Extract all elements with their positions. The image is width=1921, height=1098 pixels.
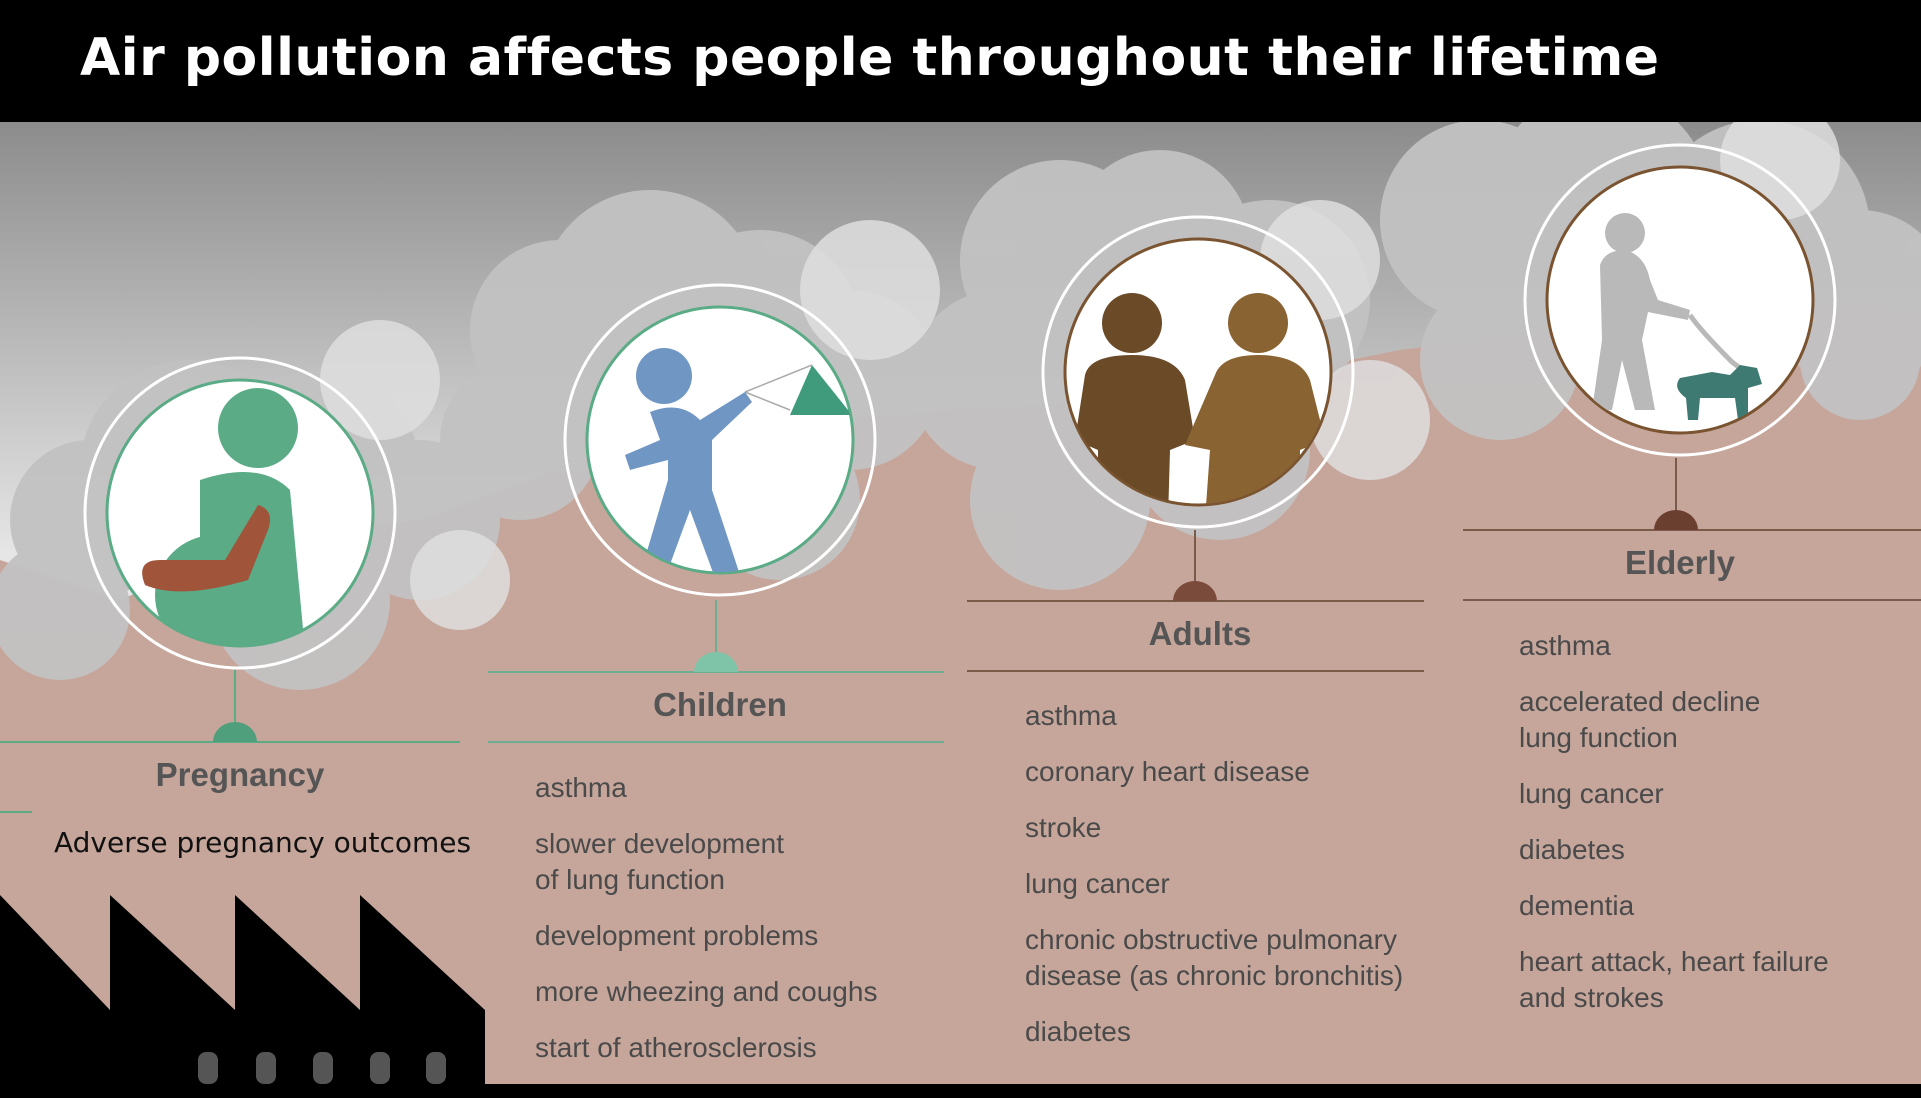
elderly-with-dog-icon xyxy=(1523,143,1837,457)
factory-silhouette xyxy=(0,895,485,1084)
stage-title-children: Children xyxy=(653,686,787,723)
child-with-kite-icon xyxy=(563,283,877,597)
bottom-border xyxy=(0,1084,1921,1098)
children-effect-item: asthma xyxy=(535,772,627,803)
stage-title-elderly: Elderly xyxy=(1624,544,1736,581)
elderly-effect-item: asthma xyxy=(1519,630,1611,661)
adult-couple-icon xyxy=(1041,215,1355,529)
adults-effect-item: chronic obstructive pulmonary disease (a… xyxy=(1025,924,1404,991)
adults-effect-item: coronary heart disease xyxy=(1025,756,1310,787)
children-effect-item: development problems xyxy=(535,920,819,951)
elderly-effect-item: diabetes xyxy=(1519,834,1625,865)
adults-effect-item: asthma xyxy=(1025,700,1117,731)
page-title: Air pollution affects people throughout … xyxy=(80,28,1660,88)
stage-title-adults: Adults xyxy=(1148,615,1252,652)
pregnant-woman-icon xyxy=(83,356,397,670)
children-effect-item: slower development of lung function xyxy=(535,828,785,895)
children-effect-item: more wheezing and coughs xyxy=(535,976,878,1007)
adults-effect-item: lung cancer xyxy=(1025,868,1170,899)
adults-effects-list: asthma coronary heart disease stroke lun… xyxy=(1025,698,1403,1070)
header-bar: Air pollution affects people throughout … xyxy=(0,0,1921,122)
factory-windows xyxy=(198,1052,446,1084)
elderly-effect-item: dementia xyxy=(1519,890,1635,921)
ground-area xyxy=(0,300,1921,1084)
elderly-effect-item: heart attack, heart failure and strokes xyxy=(1519,946,1829,1013)
elderly-effect-item: lung cancer xyxy=(1519,778,1664,809)
stage-title-pregnancy: Pregnancy xyxy=(155,756,325,793)
adults-effect-item: diabetes xyxy=(1025,1016,1131,1047)
adults-effect-item: stroke xyxy=(1025,812,1102,843)
children-effects-list: asthma slower development of lung functi… xyxy=(535,770,877,1086)
elderly-effect-item: accelerated decline lung function xyxy=(1519,686,1761,753)
elderly-effects-list: asthma accelerated decline lung function… xyxy=(1519,628,1829,1036)
pregnancy-effect: Adverse pregnancy outcomes xyxy=(54,826,472,859)
children-effect-item: start of atherosclerosis xyxy=(535,1032,817,1063)
